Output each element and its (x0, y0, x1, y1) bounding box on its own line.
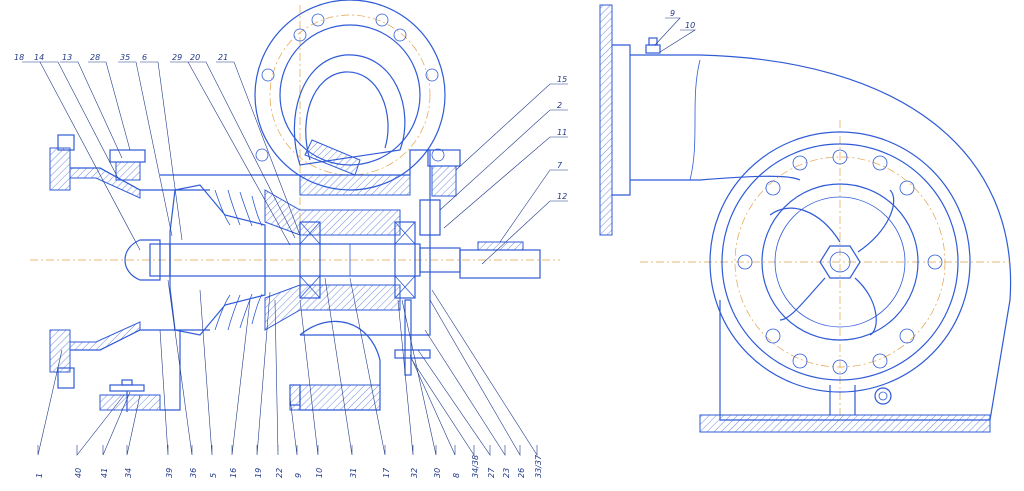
inlet-wall-top (69, 167, 141, 199)
impeller-blades (769, 189, 895, 336)
impeller-vanes (214, 189, 263, 331)
label-bottom-31: 31 (349, 468, 358, 478)
label-top-13: 13 (62, 53, 72, 62)
impeller-eye (774, 196, 906, 328)
casing-wall-top (299, 174, 411, 196)
label-bottom-36: 36 (189, 468, 198, 478)
label-bottom-40: 40 (74, 468, 83, 478)
left-support (160, 330, 181, 411)
side-view (599, 4, 1012, 433)
volute-throat-inner (305, 71, 389, 161)
leader-lines-bottom (37, 277, 538, 457)
label-top-28: 28 (90, 53, 100, 62)
drain-plug-body (115, 161, 141, 181)
label-top-20: 20 (190, 53, 200, 62)
bolt-40-41 (109, 379, 145, 412)
inlet-wall-bottom (69, 321, 141, 351)
label-top-18: 18 (14, 53, 24, 62)
base-left (99, 394, 161, 411)
label-right-7: 7 (557, 161, 563, 170)
label-side-9: 9 (670, 9, 675, 18)
bearing-left (299, 221, 321, 299)
leader-lines-top (22, 61, 301, 251)
shaft-key (477, 241, 524, 251)
volute-casing-outline (630, 54, 1012, 421)
flange-lug-bottom (57, 367, 75, 389)
inlet-flange-bottom (49, 329, 71, 373)
hex-nut-bore (829, 251, 851, 273)
label-bottom-1: 1 (35, 473, 44, 478)
label-bottom-34: 34 (124, 468, 133, 478)
inlet-opening (761, 183, 919, 341)
outlet-flange-inner (279, 24, 421, 166)
label-bottom-33-37: 33/37 (534, 454, 543, 478)
volute-throat (293, 54, 406, 166)
label-bottom-10: 10 (315, 468, 324, 478)
side-bolt-holes (737, 149, 943, 375)
volute-rib (304, 139, 361, 176)
side-bolt (645, 37, 661, 54)
label-bottom-5: 5 (209, 473, 218, 478)
label-right-11: 11 (557, 128, 567, 137)
outlet-bolt-circle (269, 14, 431, 176)
bearing-housing-bottom (264, 284, 401, 331)
sectional-view (22, 0, 568, 457)
impeller-nut (124, 239, 161, 281)
label-bottom-27: 27 (487, 467, 496, 478)
leader-lines-right (439, 83, 568, 265)
lower-volute (299, 320, 381, 411)
label-bottom-22: 22 (275, 468, 284, 478)
cover-outer (709, 131, 971, 393)
outlet-bottom-line (630, 175, 801, 181)
label-bottom-41: 41 (100, 468, 109, 478)
label-bottom-19: 19 (254, 468, 263, 478)
label-bottom-32: 32 (410, 468, 419, 478)
label-right-12: 12 (557, 192, 567, 201)
label-bottom-17: 17 (382, 467, 391, 478)
bolt-casing (289, 384, 301, 406)
inlet-flange-top (49, 147, 71, 191)
impeller-outline (169, 184, 266, 336)
drain-plug (874, 387, 892, 405)
end-cover (419, 199, 441, 236)
label-right-15: 15 (557, 75, 567, 84)
hex-nut (819, 245, 861, 279)
bearing-right (394, 221, 416, 299)
label-top-29: 29 (172, 53, 182, 62)
flange-lug-top (57, 134, 75, 151)
part-number-labels: 18 14 13 28 35 6 29 20 21 15 2 11 7 12 1 40 41 34 39 36 5 16 1… (14, 9, 695, 478)
label-bottom-34-38: 34/38 (471, 455, 480, 478)
shaft-end (459, 249, 541, 279)
drain-plug-head (109, 149, 146, 163)
bearing-housing-top (264, 189, 401, 236)
label-bottom-23: 23 (502, 468, 511, 478)
label-bottom-26: 26 (517, 468, 526, 478)
label-top-14: 14 (34, 53, 44, 62)
side-flange (599, 4, 613, 236)
support-rib (829, 385, 856, 415)
drain-plug-center (878, 391, 888, 401)
base-plate (699, 414, 991, 433)
label-right-2: 2 (557, 101, 562, 110)
label-bottom-30: 30 (433, 468, 442, 478)
label-side-10: 10 (685, 21, 695, 30)
oil-cup-body (431, 165, 457, 197)
label-bottom-16: 16 (229, 468, 238, 478)
label-top-6: 6 (142, 53, 147, 62)
label-bottom-39: 39 (165, 468, 174, 478)
bolt-right-bottom (394, 299, 431, 376)
side-flange-neck (612, 44, 631, 196)
label-bottom-9: 9 (294, 473, 303, 478)
outlet-bolt-holes (255, 13, 445, 162)
label-top-35: 35 (120, 53, 130, 62)
label-top-21: 21 (218, 53, 228, 62)
cover-rim (721, 143, 959, 381)
label-bottom-8: 8 (452, 473, 461, 478)
break-line (689, 59, 701, 181)
side-leaders (654, 17, 697, 53)
cover-bolt-circle (734, 156, 946, 368)
casing-foot (289, 384, 381, 411)
